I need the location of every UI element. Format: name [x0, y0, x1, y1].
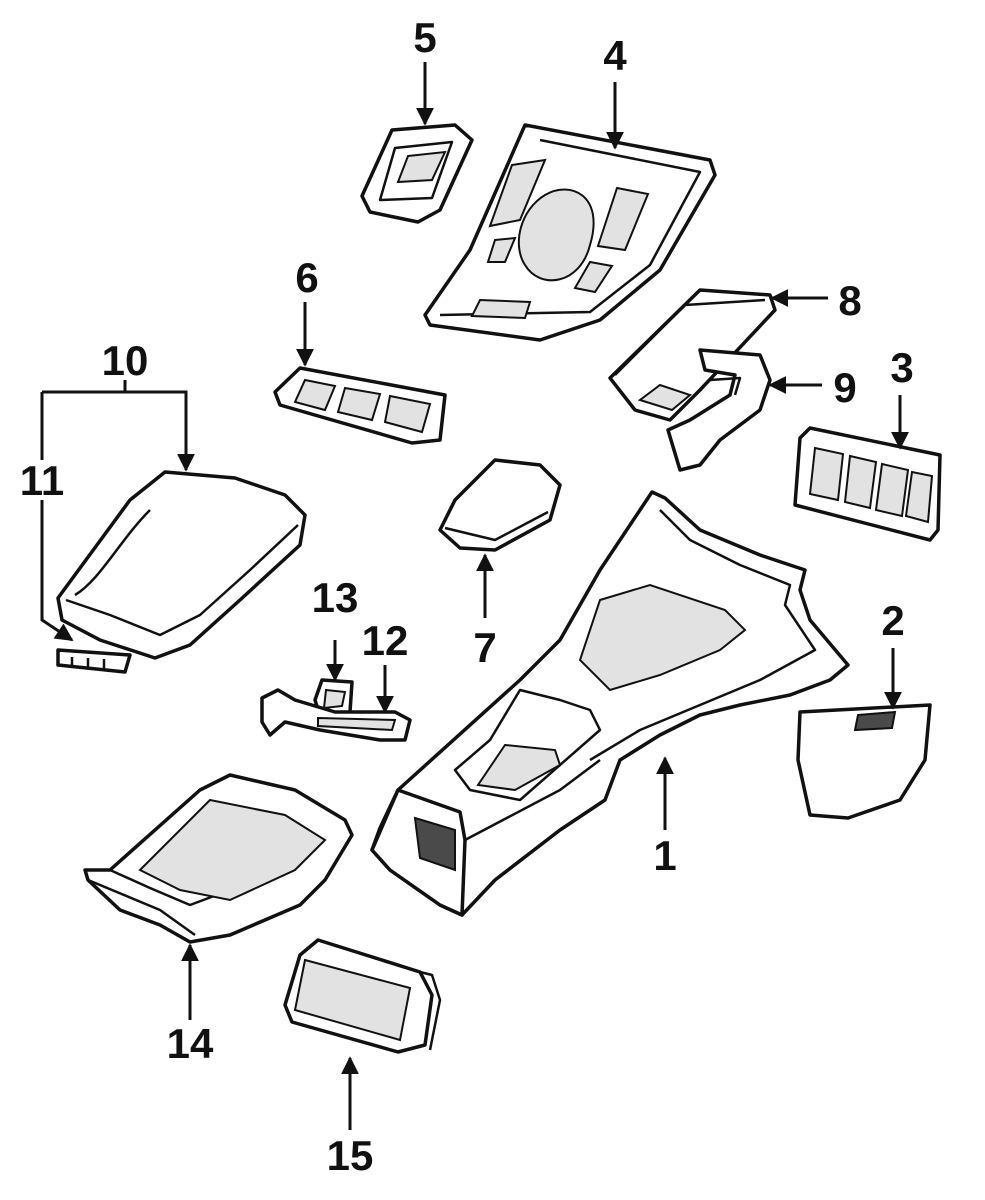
- leader-10b: [125, 390, 195, 472]
- hinge-part: [56, 648, 132, 674]
- callout-5: 5: [413, 14, 436, 61]
- callout-2: 2: [881, 597, 904, 644]
- trim-plate-part: [360, 123, 474, 224]
- callout-3: 3: [890, 344, 913, 391]
- lid-part: [438, 458, 562, 552]
- latch-part: [260, 688, 412, 742]
- callout-13: 13: [312, 574, 359, 621]
- callout-1: 1: [653, 832, 676, 879]
- callout-11: 11: [20, 457, 64, 504]
- leader-lines: [40, 62, 909, 1130]
- callout-4: 4: [603, 32, 627, 79]
- storage-tray-part: [83, 773, 354, 944]
- callout-6: 6: [295, 254, 318, 301]
- end-cap-part: [796, 703, 932, 820]
- cup-holder-part: [283, 938, 442, 1054]
- callout-7: 7: [473, 624, 496, 671]
- callout-9: 9: [833, 364, 856, 411]
- console-part: [370, 490, 850, 917]
- callout-14: 14: [167, 1020, 214, 1067]
- switch-bezel-part: [793, 426, 942, 542]
- armrest-part: [56, 470, 307, 660]
- shifter-bezel-part: [423, 123, 717, 342]
- callout-8: 8: [838, 277, 861, 324]
- callout-numbers: 1 2 3 4 5 6 7 8 9 10 11 12 13 14 15: [20, 14, 914, 1179]
- callout-12: 12: [362, 617, 409, 664]
- callout-10: 10: [102, 337, 149, 384]
- callout-15: 15: [327, 1132, 374, 1179]
- switch-panel-part: [273, 366, 447, 445]
- leader-11b: [40, 500, 74, 642]
